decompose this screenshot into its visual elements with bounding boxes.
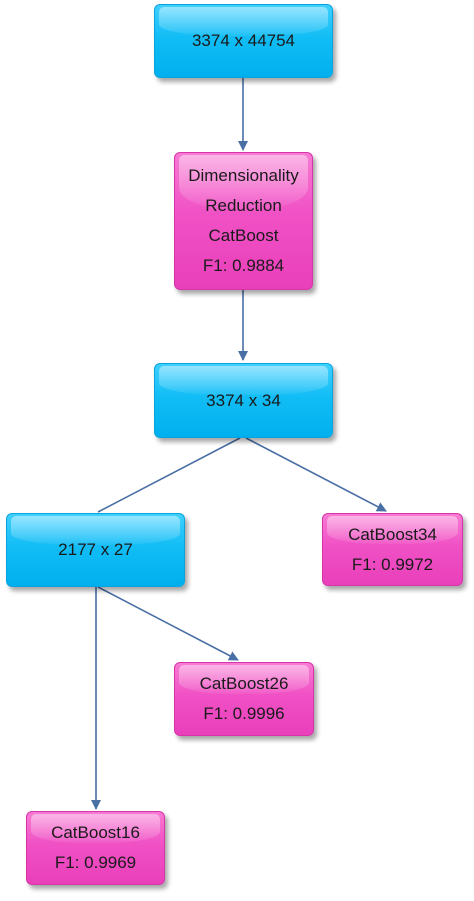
reduction-f1-score: F1: 0.9884 [202,256,285,275]
catboost26-label: CatBoost26 [199,674,289,693]
catboost26-f1-score: F1: 0.9996 [203,704,285,723]
root-data-node: 3374 x 44754 [154,4,333,78]
catboost16-label: CatBoost16 [51,823,140,842]
edge-subset-to-catboost26 [97,586,239,661]
catboost34-label: CatBoost34 [348,524,437,544]
catboost16-node: CatBoost16 F1: 0.9969 [26,811,165,885]
edge-reduced-to-catboost34 [245,437,387,512]
dimensionality-reduction-node: Dimensionality Reduction CatBoost F1: 0.… [174,152,313,290]
reduced-data-node: 3374 x 34 [154,363,333,438]
catboost34-node: CatBoost34 F1: 0.9972 [322,513,463,586]
subset-data-label: 2177 x 27 [58,540,133,559]
catboost34-f1-score: F1: 0.9972 [351,554,434,574]
reduced-data-label: 3374 x 34 [206,390,281,410]
subset-data-node: 2177 x 27 [6,513,185,587]
root-data-label: 3374 x 44754 [191,31,296,50]
reduction-line-2: Reduction [205,196,282,215]
reduction-line-3: CatBoost [208,226,279,245]
catboost16-f1-score: F1: 0.9969 [54,853,137,872]
reduction-line-1: Dimensionality [188,166,299,185]
edge-reduced-to-subset [97,437,241,513]
catboost26-node: CatBoost26 F1: 0.9996 [174,662,314,736]
